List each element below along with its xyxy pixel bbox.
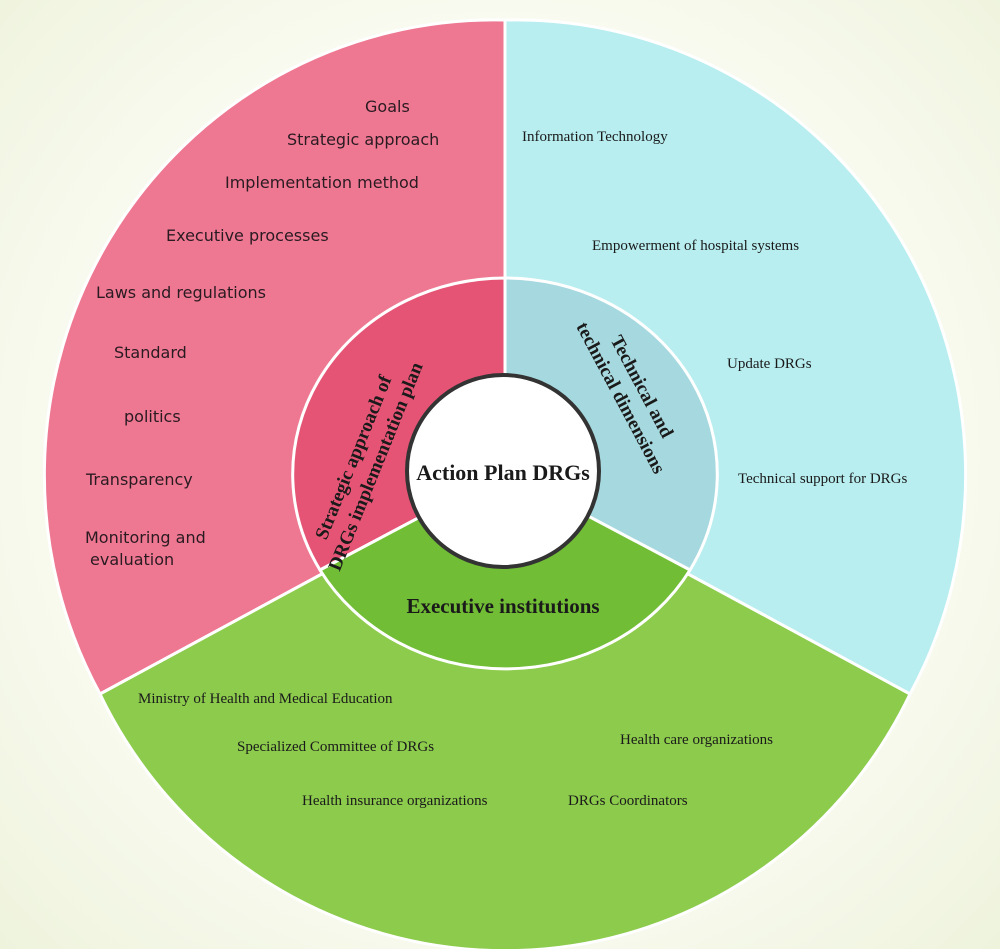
technical-item: Information Technology (522, 129, 668, 145)
technical-item: Technical support for DRGs (738, 471, 907, 487)
executive-item: Specialized Committee of DRGs (237, 739, 434, 755)
technical-items: Information Technology Empowerment of ho… (522, 129, 907, 487)
executive-outer-segment (98, 473, 912, 949)
executive-item: Ministry of Health and Medical Education (138, 691, 393, 707)
strategic-item: Goals (365, 97, 410, 116)
strategic-item: Strategic approach (287, 130, 439, 149)
strategic-item: Monitoring and (85, 528, 206, 547)
center-hub: Action Plan DRGs (405, 373, 601, 569)
strategic-item: politics (124, 407, 181, 426)
executive-inner-segment (317, 470, 693, 671)
strategic-item: Laws and regulations (96, 283, 266, 302)
executive-items: Ministry of Health and Medical Education… (138, 691, 773, 809)
technical-item: Update DRGs (727, 356, 812, 372)
strategic-item: evaluation (90, 550, 174, 569)
executive-item: DRGs Coordinators (568, 793, 688, 809)
executive-ring-label: Executive institutions (406, 594, 599, 618)
strategic-item: Transparency (85, 470, 193, 489)
center-label: Action Plan DRGs (416, 460, 590, 485)
executive-item: Health care organizations (620, 732, 773, 748)
executive-item: Health insurance organizations (302, 793, 488, 809)
inner-ring (291, 276, 719, 671)
strategic-item: Executive processes (166, 226, 329, 245)
strategic-item: Standard (114, 343, 187, 362)
strategic-item: Implementation method (225, 173, 419, 192)
strategic-items: Goals Strategic approach Implementation … (85, 97, 439, 569)
technical-item: Empowerment of hospital systems (592, 238, 799, 254)
center-circle (405, 373, 601, 569)
